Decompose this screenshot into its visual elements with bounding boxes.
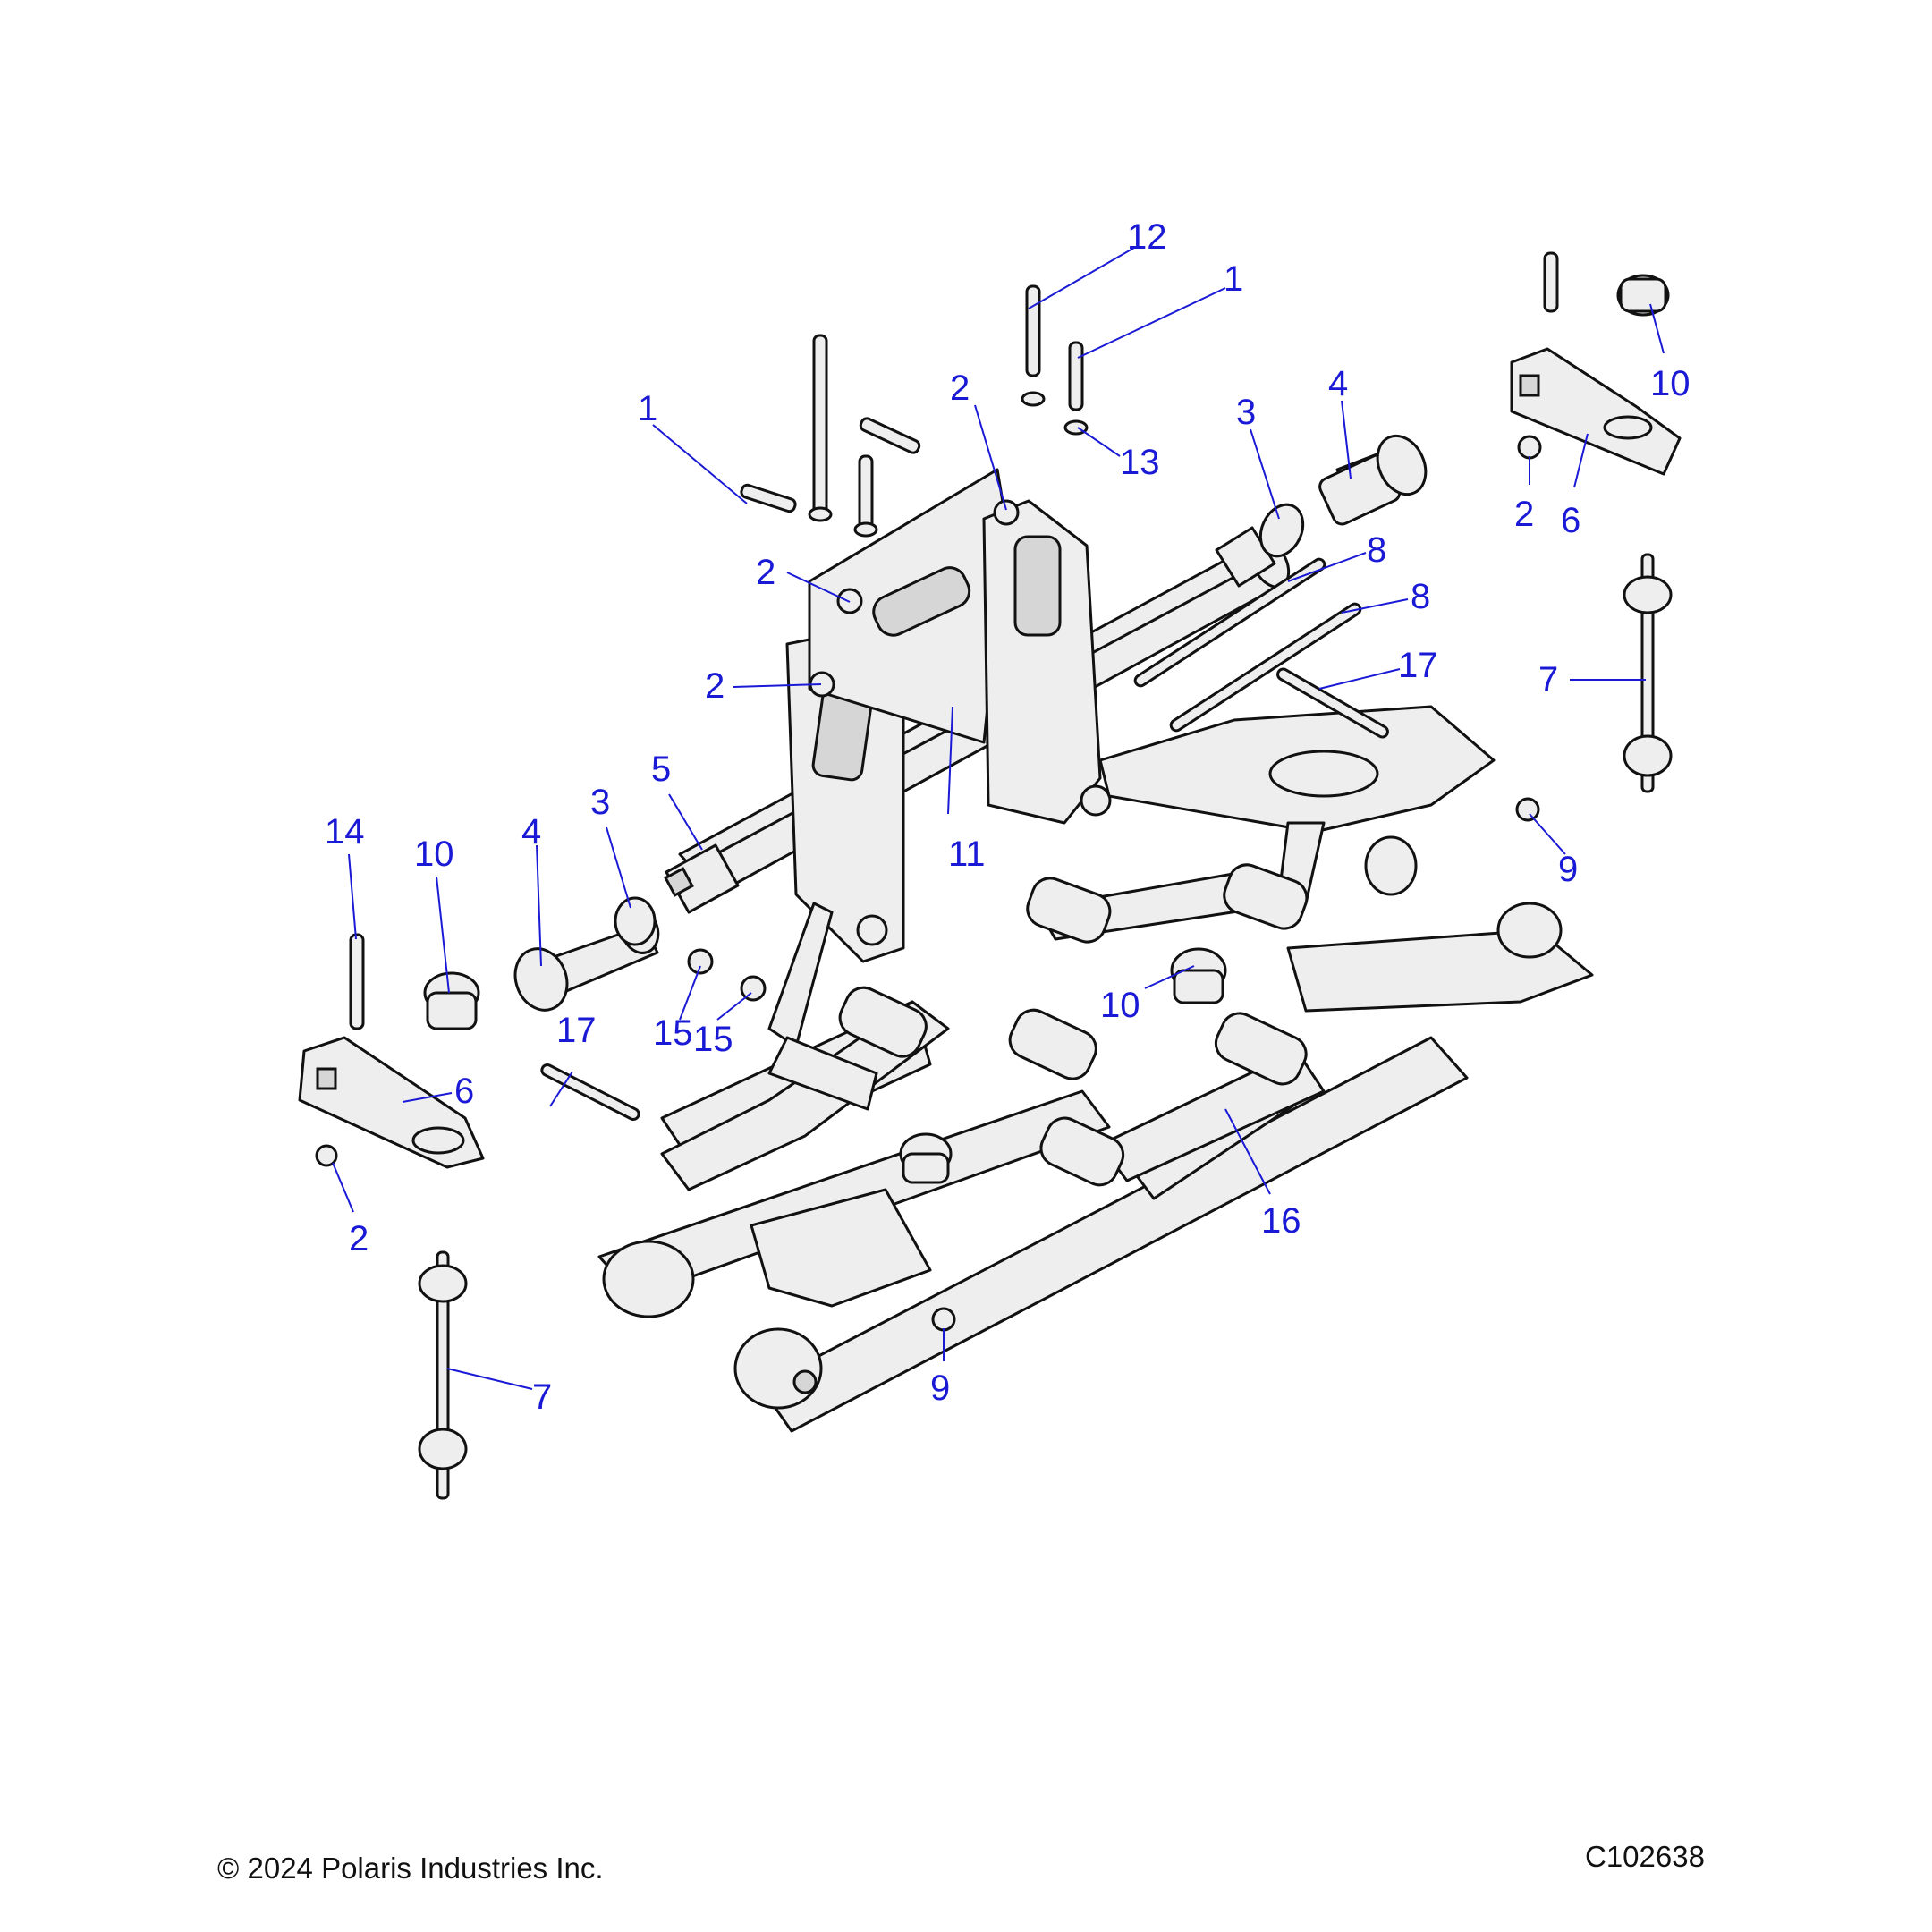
callout-4: 4 [521,812,541,852]
callout-17: 17 [1398,646,1438,685]
bolt-group-top [740,284,1089,538]
callout-10: 10 [1100,986,1140,1025]
callout-7: 7 [1538,660,1558,699]
callout-2: 2 [756,553,775,592]
callout-12: 12 [1127,217,1167,257]
figure-id: C102638 [1585,1840,1705,1873]
callout-7: 7 [532,1377,552,1417]
callout-13: 13 [1120,443,1160,482]
callout-6: 6 [454,1072,474,1111]
callout-15: 15 [653,1013,693,1053]
callout-17: 17 [556,1011,597,1050]
callout-10: 10 [414,835,454,874]
callout-6: 6 [1561,501,1580,540]
left-mount-hardware [298,933,485,1500]
callout-14: 14 [325,812,365,852]
callout-8: 8 [1411,577,1430,616]
callout-1: 1 [638,389,657,428]
callout-2: 2 [705,666,724,706]
callout-2: 2 [1514,495,1534,534]
callout-11: 11 [948,835,986,874]
long-bolts-8 [1133,557,1389,739]
callout-8: 8 [1367,530,1386,570]
callout-9: 9 [930,1368,950,1408]
callout-5: 5 [651,750,671,789]
rear-lower-frame [597,1000,1469,1433]
lower-left-a-arm [660,902,1097,1191]
callout-2: 2 [950,369,970,408]
right-mount-hardware [1510,251,1682,822]
back-plate [808,468,1008,744]
callout-1: 1 [1224,259,1243,299]
callout-4: 4 [1328,364,1348,403]
tube-end-5 [664,843,740,914]
left-tube-hardware [513,499,1020,1332]
callout-labels: 12 1 1 2 4 3 13 2 2 8 8 17 10 2 6 7 9 14… [325,217,1690,1417]
bushing-right-4 [1258,434,1428,558]
copyright-text: © 2024 Polaris Industries Inc. [217,1852,604,1885]
right-bracket [982,499,1112,825]
bump-stop-center [899,947,1227,1184]
callout-16: 16 [1261,1201,1301,1241]
callout-3: 3 [1236,393,1256,432]
callout-3: 3 [590,783,610,822]
callout-10: 10 [1650,364,1690,403]
callout-2: 2 [349,1219,369,1258]
callout-15: 15 [693,1020,733,1059]
lower-link-16 [1039,1012,1326,1187]
leader-lines [332,247,1665,1390]
callout-9: 9 [1558,850,1578,889]
middle-right-a-arm [1026,835,1594,1013]
upper-right-a-arm [1098,705,1496,905]
left-bracket [785,629,905,963]
